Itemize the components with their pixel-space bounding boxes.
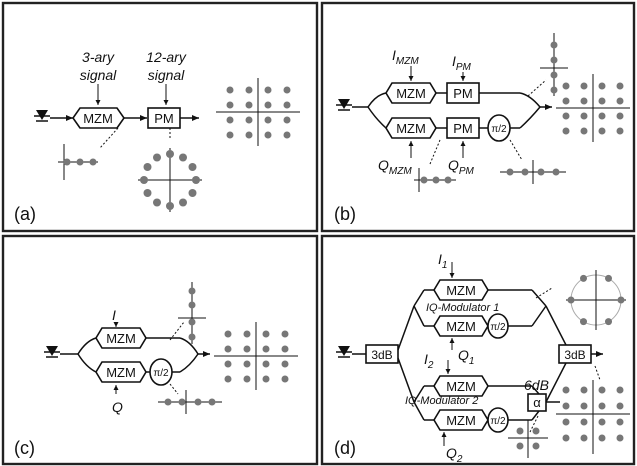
iq-modulator-2-label: IQ-Modulator 2 [405,395,478,407]
q-pm-label: QPM [448,157,475,177]
constellation-grid-d [556,380,630,454]
panel-c: MZM MZM π/2 I Q [1,234,319,466]
attenuator-alpha: α [533,395,541,410]
constellation-small-d [508,420,548,458]
attenuator-block [527,393,547,412]
constellation-i [178,282,206,344]
signal-3ary-line1: 3-ary [82,49,115,65]
pm-label: PM [154,111,174,126]
phase-label: π/2 [153,368,169,379]
panel-d: 3dB MZM MZM π/2 IQ-Modulator 1 I1 Q1 MZM… [320,234,636,466]
pm-i-label: PM [453,86,473,101]
i2-label: I2 [424,351,434,371]
mzm-4-label: MZM [446,413,476,428]
pm-q-label: PM [453,121,473,136]
mzm-i-block [95,327,147,349]
coupler-in-block [365,344,399,364]
constellation-grid-c [214,322,298,390]
coupler-in-label: 3dB [371,348,392,362]
attenuator-label: 6dB [524,377,549,393]
iq-modulator-1-label: IQ-Modulator 1 [426,302,499,314]
signal-12ary-line1: 12-ary [146,49,187,65]
laser-icon [336,346,352,358]
mzm-1-label: MZM [446,283,476,298]
q1-label: Q1 [458,347,474,367]
i-mzm-label: IMZM [392,47,419,67]
mzm-2-label: MZM [446,319,476,334]
laser-icon [44,346,60,358]
mzm-i-block [385,82,437,104]
mzm-3-label: MZM [446,379,476,394]
constellation-grid-a [216,78,300,146]
mzm-q-label: MZM [106,365,136,380]
phase-label: π/2 [491,124,507,135]
mzm-q-block [385,117,437,139]
mzm-i-label: MZM [396,86,426,101]
constellation-12ary-ring [138,148,202,212]
panel-b-label: (b) [334,204,356,224]
constellation-3ary [58,144,98,180]
q-label: Q [112,399,123,415]
signal-12ary-line2: signal [148,67,185,83]
panel-d-label: (d) [334,438,356,458]
phase-1-label: π/2 [490,322,506,333]
laser-icon [336,99,352,111]
mzm-i-label: MZM [106,331,136,346]
mzm-label: MZM [83,111,113,126]
panel-a: MZM PM 3-ary signal 12-ary signal [1,1,319,233]
constellation-grid-b [556,74,630,142]
panel-b: MZM PM MZM PM π/2 IMZM IPM QMZM QPM [320,1,636,233]
mzm-q-label: MZM [396,121,426,136]
mzm-q-block [95,361,147,383]
constellation-i [540,33,568,96]
i-pm-label: IPM [452,53,472,73]
mzm-block [72,107,125,129]
q2-label: Q2 [446,445,463,465]
i-label: I [112,307,116,323]
q-mzm-label: QMZM [378,157,412,177]
signal-3ary-line2: signal [80,67,117,83]
i1-label: I1 [438,251,447,271]
panel-a-label: (a) [14,204,36,224]
constellation-ring-d [566,270,626,330]
coupler-out-label: 3dB [564,348,585,362]
laser-icon [34,110,50,122]
constellation-q-mzm [414,168,456,192]
constellation-q [500,160,566,184]
phase-2-label: π/2 [490,416,506,427]
panel-c-label: (c) [14,438,35,458]
constellation-q [158,390,222,414]
